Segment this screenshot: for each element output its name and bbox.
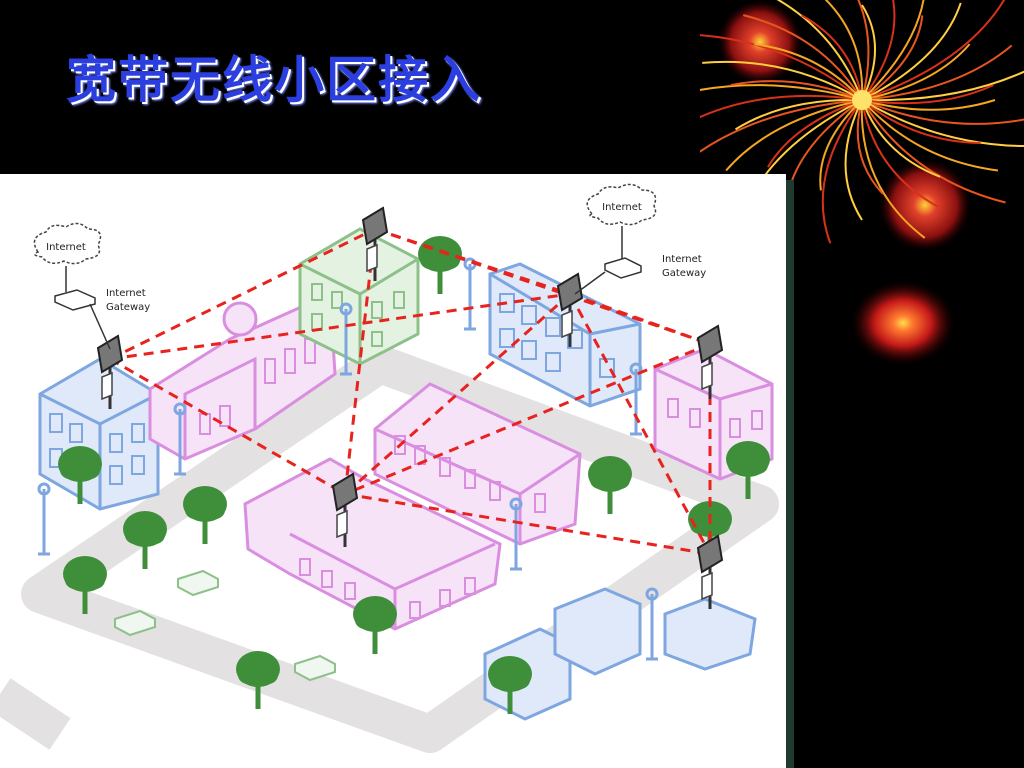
cloud-label-left: Internet: [46, 242, 86, 253]
internet-gateway-right: Internet Gateway: [574, 254, 706, 295]
firework-ray: [861, 15, 924, 101]
firework-ray: [821, 99, 863, 244]
tree-icon: [588, 456, 632, 514]
firework-ray: [742, 14, 863, 101]
cloud-label-right: Internet: [602, 202, 642, 213]
street-lamp-icon: [645, 587, 659, 661]
firework-ray: [861, 99, 1006, 204]
firework-ray: [861, 44, 1013, 101]
glowing-orb-icon: [851, 281, 955, 365]
firework-ray: [860, 99, 926, 239]
firework-ray: [861, 99, 981, 145]
firework-ray: [819, 99, 863, 191]
antenna-icon: [96, 334, 124, 409]
firework-ray: [861, 99, 999, 172]
firework-ray: [700, 34, 863, 101]
blue-houses-bottom: [483, 587, 757, 721]
firework-core: [852, 90, 872, 110]
firework-glow-right: [879, 159, 971, 250]
antenna-icon: [361, 206, 389, 281]
street-lamps: [37, 257, 659, 661]
panel-shadow: [784, 180, 794, 768]
firework-burst: [700, 0, 1024, 244]
firework-ray: [861, 4, 876, 101]
trees: [58, 236, 770, 714]
tree-icon: [236, 651, 280, 709]
antenna-icon: [696, 324, 724, 399]
firework-ray: [861, 99, 941, 178]
blue-building-left: [38, 357, 160, 511]
firework-decoration: [700, 0, 1024, 250]
firework-ray: [861, 0, 925, 101]
firework-ray: [702, 60, 863, 101]
tree-icon: [726, 441, 770, 499]
tree-icon: [183, 486, 227, 544]
gateway-right-line1: Internet: [662, 254, 702, 265]
slide-title: 宽带无线小区接入: [66, 50, 482, 109]
wireless-links: [109, 227, 712, 556]
firework-ray: [861, 0, 896, 101]
firework-ray: [861, 99, 1024, 147]
gateway-right-line2: Gateway: [662, 268, 706, 279]
gateway-left-line1: Internet: [106, 288, 146, 299]
tree-icon: [123, 511, 167, 569]
tree-icon: [63, 556, 107, 614]
green-building: [298, 227, 420, 366]
street-lamp-icon: [339, 302, 353, 376]
firework-ray: [861, 99, 939, 208]
firework-ray: [700, 99, 863, 153]
firework-ray: [725, 99, 863, 172]
firework-ray: [700, 94, 863, 119]
firework-glow-left: [718, 0, 802, 84]
firework-ray: [861, 99, 1024, 125]
street-lamp-icon: [173, 402, 187, 476]
street-lamp-icon: [463, 257, 477, 331]
firework-ray: [730, 80, 863, 101]
internet-cloud-right: Internet: [586, 183, 657, 260]
firework-ray: [861, 99, 996, 111]
firework-ray: [861, 0, 1006, 101]
antennas: [96, 206, 724, 609]
antenna-icon: [696, 534, 724, 609]
firework-ray: [767, 99, 863, 168]
antenna-icon: [331, 472, 359, 547]
internet-gateway-left: Internet Gateway: [54, 288, 150, 350]
firework-ray: [861, 70, 1024, 102]
firework-ray: [857, 0, 870, 101]
tree-icon: [353, 596, 397, 654]
tree-icon: [58, 446, 102, 504]
firework-ray: [861, 43, 971, 101]
firework-ray: [824, 0, 864, 101]
pink-building-church: [148, 291, 337, 461]
street-lamp-icon: [509, 497, 523, 571]
street-lamp-icon: [629, 362, 643, 436]
tree-icon: [488, 656, 532, 714]
antenna-icon: [556, 272, 584, 347]
gateway-left-line2: Gateway: [106, 302, 150, 313]
street-lamp-icon: [37, 482, 51, 556]
firework-ray: [856, 99, 884, 195]
parked-cars: [114, 569, 336, 682]
road: [0, 345, 779, 753]
pink-building-complex: [243, 382, 582, 631]
firework-ray: [801, 14, 863, 101]
firework-ray: [861, 2, 962, 101]
firework-ray: [754, 43, 863, 101]
firework-ray: [861, 84, 994, 105]
firework-ray: [844, 99, 863, 221]
firework-ray: [734, 98, 863, 131]
wireless-community-diagram: Internet Internet Gateway Internet Inter…: [0, 174, 786, 768]
firework-ray: [776, 0, 863, 101]
firework-ray: [700, 84, 863, 101]
internet-cloud-left: Internet: [33, 222, 102, 292]
tree-icon: [418, 236, 462, 294]
